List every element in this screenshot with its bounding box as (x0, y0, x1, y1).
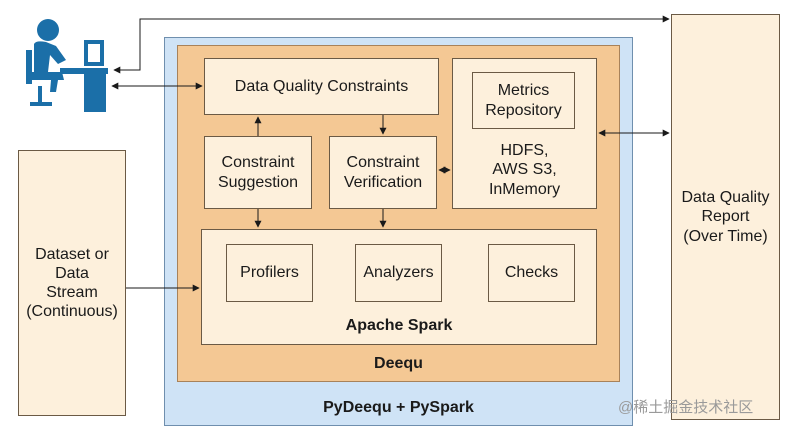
pyspark-label: PyDeequ + PySpark (323, 399, 474, 417)
analyzers-label: Analyzers (363, 264, 434, 282)
report-label: Data Quality Report (Over Time) (681, 189, 770, 245)
spark-label: Apache Spark (345, 317, 453, 335)
checks-label: Checks (504, 264, 559, 282)
report-box: Data Quality Report (Over Time) (671, 14, 780, 420)
suggestion-box: Constraint Suggestion (204, 136, 312, 209)
verification-box: Constraint Verification (329, 136, 437, 209)
metrics-repository-box: Metrics Repository (472, 72, 575, 129)
profilers-box: Profilers (226, 244, 313, 302)
storage-label: HDFS, AWS S3, InMemory (488, 142, 561, 198)
suggestion-label: Constraint Suggestion (217, 154, 299, 191)
profilers-label: Profilers (240, 264, 299, 282)
metrics-repository-label: Metrics Repository (485, 82, 562, 119)
verification-label: Constraint Verification (343, 154, 423, 191)
constraints-label: Data Quality Constraints (234, 77, 409, 95)
user-report-connector (113, 15, 670, 74)
watermark-text: @稀土掘金技术社区 (618, 399, 754, 416)
dataset-label: Dataset or Data Stream (Continuous) (26, 245, 118, 321)
analyzers-box: Analyzers (355, 244, 442, 302)
dataset-box: Dataset or Data Stream (Continuous) (18, 150, 126, 416)
deequ-label: Deequ (374, 355, 423, 373)
checks-box: Checks (488, 244, 575, 302)
